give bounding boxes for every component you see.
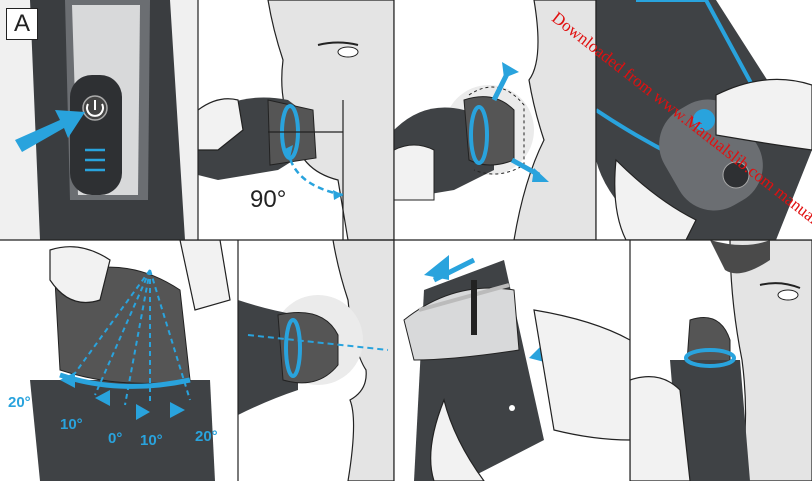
section-label: A — [6, 8, 38, 40]
